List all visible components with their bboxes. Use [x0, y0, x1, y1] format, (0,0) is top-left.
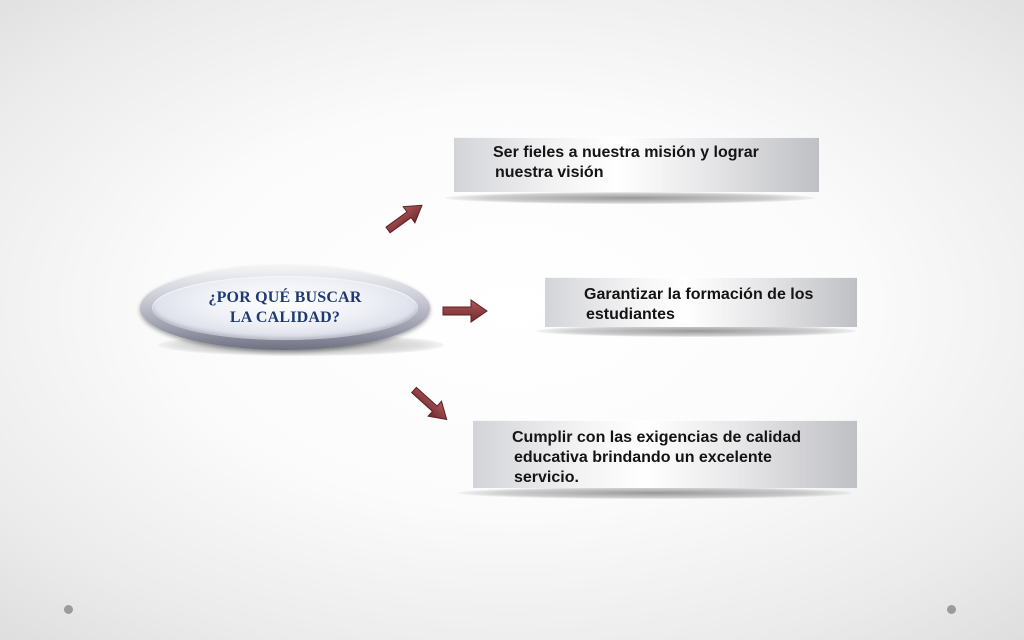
goal-box-1-line-2: nuestra visión	[495, 164, 604, 181]
arrow-down-right-icon	[410, 386, 448, 421]
goal-box-2	[545, 277, 857, 327]
goal-box-3	[473, 420, 857, 488]
goal-box-3-line-2: educativa brindando un excelente	[514, 449, 772, 466]
central-oval-inner	[152, 276, 418, 340]
arrow-up-right-icon	[385, 204, 423, 234]
goal-box-2-line-1: Garantizar la formación de los	[584, 286, 814, 303]
goal-box-3-line-1: Cumplir con las exigencias de calidad	[512, 429, 801, 446]
goal-box-3-line-3: servicio.	[514, 469, 579, 486]
goal-box-2-text: Garantizar la formación de los estudiant…	[584, 285, 854, 325]
box-1-shadow	[445, 192, 815, 204]
goal-box-1	[454, 137, 819, 192]
corner-dot-left	[64, 605, 73, 614]
goal-box-3-text: Cumplir con las exigencias de calidad ed…	[512, 428, 852, 488]
box-3-shadow	[458, 487, 852, 499]
box-2-shadow	[536, 325, 856, 337]
goal-box-1-line-1: Ser fieles a nuestra misión y lograr	[493, 144, 759, 161]
corner-dot-right	[947, 605, 956, 614]
goal-box-2-line-2: estudiantes	[586, 306, 675, 323]
central-question: ¿POR QUÉ BUSCAR LA CALIDAD?	[152, 288, 418, 328]
goal-box-1-text: Ser fieles a nuestra misión y lograr nue…	[493, 143, 813, 183]
central-question-line-1: ¿POR QUÉ BUSCAR	[208, 289, 362, 306]
arrow-right-icon	[442, 299, 488, 323]
central-question-line-2: LA CALIDAD?	[229, 309, 341, 326]
